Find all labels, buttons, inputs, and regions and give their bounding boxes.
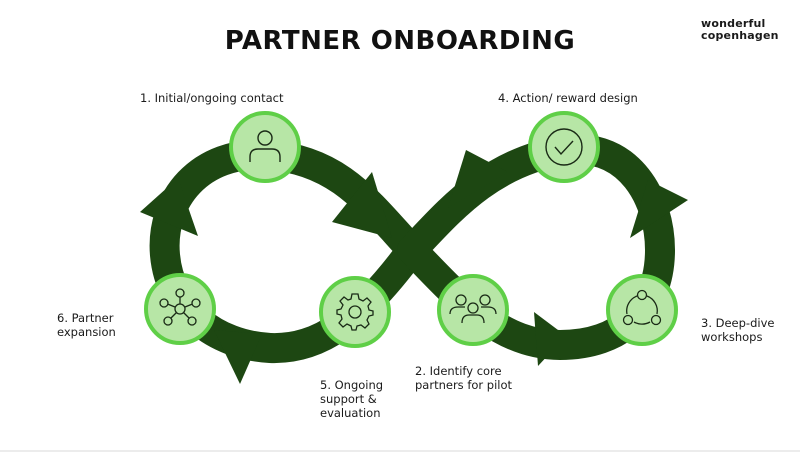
network-people-icon: [159, 288, 201, 326]
step-4-label: 4. Action/ reward design: [498, 91, 638, 105]
step-3-node[interactable]: [606, 274, 678, 346]
arrow-head-center-right: [448, 150, 508, 208]
arrow-head-center-left: [332, 172, 392, 238]
page-title: PARTNER ONBOARDING: [224, 26, 576, 56]
step-2-label: 2. Identify core partners for pilot: [415, 364, 513, 392]
arrow-head-right-upper: [630, 180, 688, 238]
step-1-node[interactable]: [229, 111, 301, 183]
person-icon: [249, 130, 281, 162]
step-3-label: 3. Deep-dive workshops: [701, 316, 775, 344]
check-circle-icon: [545, 128, 583, 166]
logo-line-2: copenhagen: [701, 29, 779, 42]
gear-icon: [336, 293, 374, 331]
step-5-node[interactable]: [319, 276, 391, 348]
bottom-divider: [0, 450, 800, 452]
step-5-label: 5. Ongoing support & evaluation: [320, 378, 384, 420]
infinity-loop: [149, 134, 675, 364]
logo-line-1: wonderful: [701, 17, 766, 30]
step-6-node[interactable]: [144, 273, 216, 345]
step-1-label: 1. Initial/ongoing contact: [140, 91, 284, 105]
arrow-head-bottom-right: [534, 312, 566, 366]
arrow-heads: [140, 150, 688, 384]
arrow-head-left-upper: [140, 178, 198, 236]
step-6-label: 6. Partner expansion: [57, 311, 116, 339]
step-2-node[interactable]: [437, 274, 509, 346]
brand-logo: wonderful copenhagen: [701, 18, 779, 42]
left-loop-band: [149, 139, 427, 364]
step-4-node[interactable]: [528, 111, 600, 183]
arrow-head-bottom-left: [214, 330, 262, 384]
cycle-network-icon: [622, 289, 662, 326]
group-icon: [449, 294, 497, 324]
